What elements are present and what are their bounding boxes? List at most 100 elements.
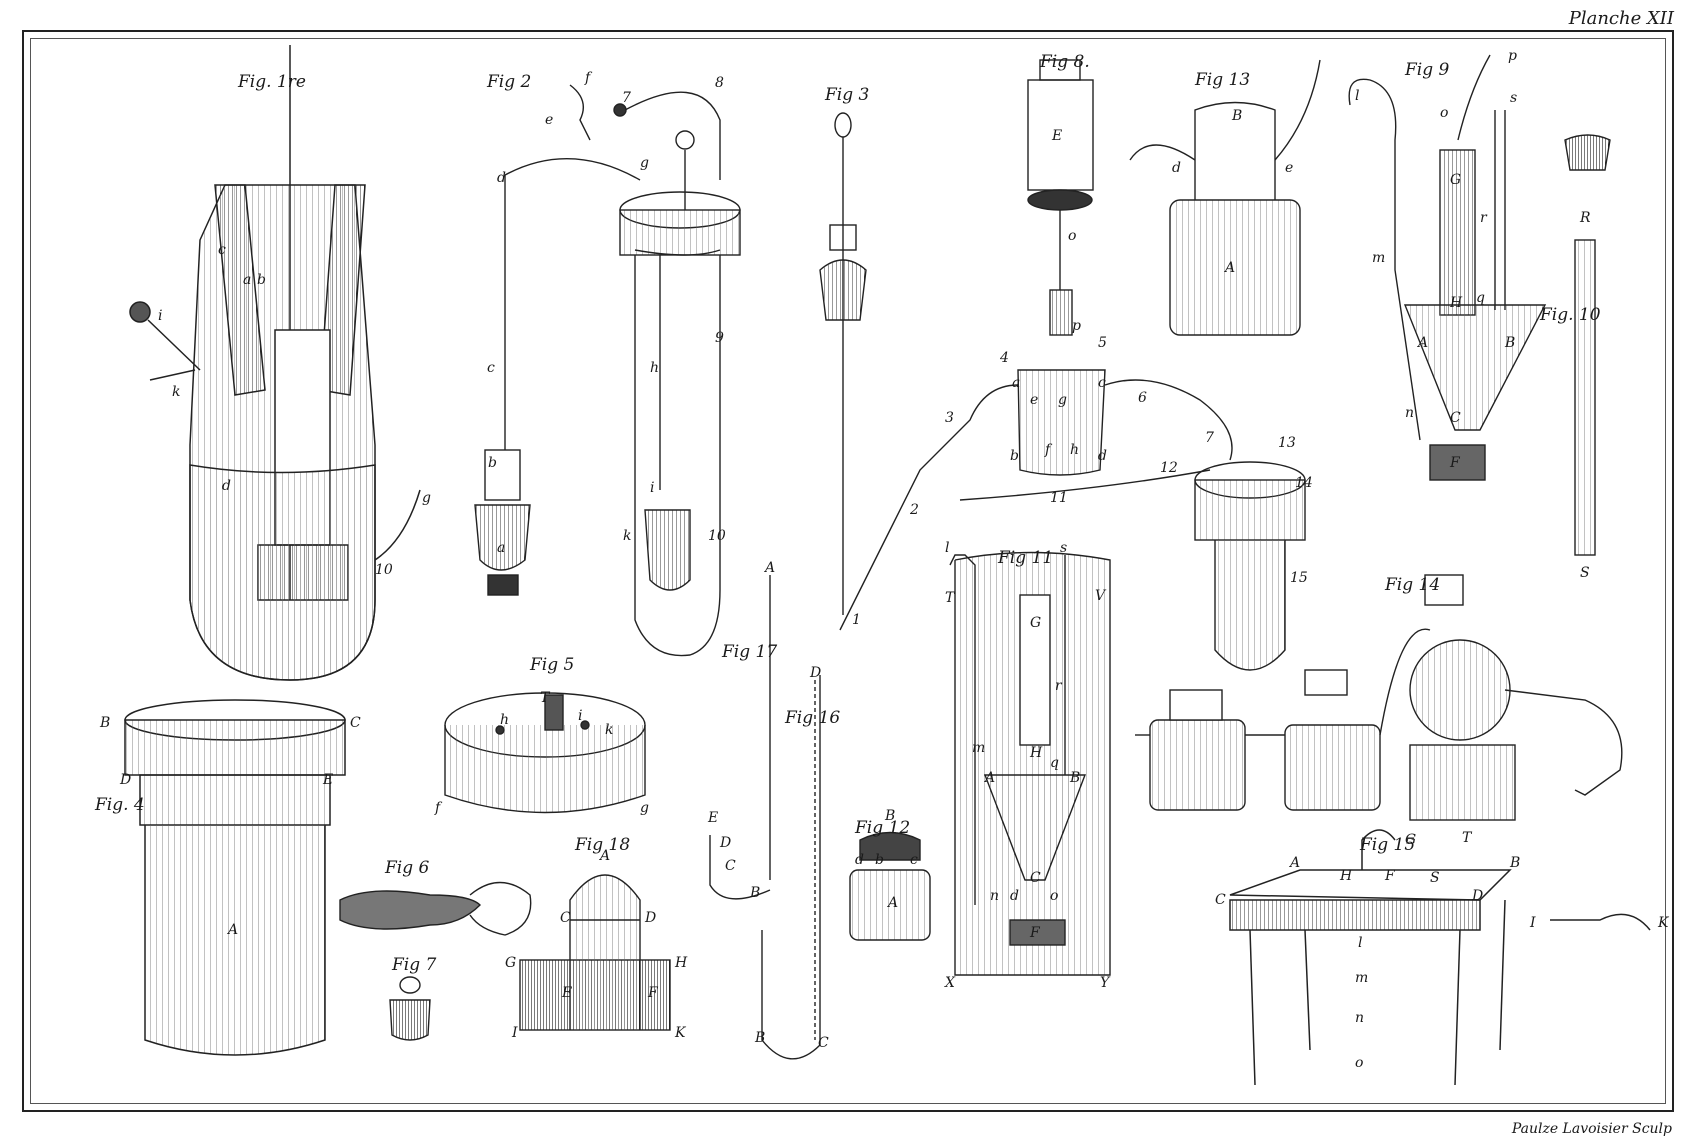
fig15-letter-m: m: [1355, 970, 1369, 986]
fig2-letter-k: k: [623, 528, 632, 544]
fig2-letter-b: b: [488, 455, 497, 471]
fig13-bottle: [1129, 59, 1321, 336]
fig2-letter-e: e: [545, 112, 554, 128]
fig17-16-tubes: [709, 575, 821, 1060]
fig17-letter-E: E: [708, 810, 719, 826]
fig16-letter-B: B: [755, 1030, 766, 1046]
fig5-letter-T: T: [540, 690, 550, 706]
fig1-letter-g: g: [422, 490, 431, 506]
fig4-cylinder: [124, 699, 346, 1056]
fig8-letter-f: f: [1045, 442, 1051, 458]
figure-label-10: Fig. 10: [1540, 305, 1601, 325]
fig11-jacket: [949, 551, 1111, 976]
fig11-letter-F: F: [1030, 925, 1040, 941]
fig15-table: [1229, 829, 1651, 1086]
fig11-letter-B: B: [1070, 770, 1081, 786]
fig15-letter-I: I: [1530, 915, 1536, 931]
fig18-trough: [519, 874, 671, 1031]
fig2-letter-g: g: [640, 155, 649, 171]
fig18-letter-C: C: [560, 910, 571, 926]
figure-label-17: Fig 17: [722, 642, 778, 662]
fig11-letter-l: l: [945, 540, 950, 556]
fig15-letter-K: K: [1658, 915, 1669, 931]
fig15-letter-C: C: [1215, 892, 1226, 908]
fig9-letter-r: r: [1480, 210, 1487, 226]
fig13-letter-B: B: [1232, 108, 1243, 124]
fig12-letter-B: B: [885, 808, 896, 824]
fig14-distillation: [1135, 574, 1623, 821]
fig1-letter-10: 10: [375, 562, 393, 578]
tubing-number-14: 14: [1295, 475, 1313, 491]
tubing-number-7: 7: [1205, 430, 1214, 446]
figure-label-13: Fig 13: [1195, 70, 1251, 90]
fig8-letter-g: g: [1058, 392, 1067, 408]
fig12-jar: [849, 831, 931, 941]
fig2-letter-d: d: [497, 170, 506, 186]
fig10-tube: [1564, 134, 1611, 556]
fig5-letter-k: k: [605, 722, 614, 738]
fig1-calorimeter: [129, 45, 421, 681]
fig18-letter-K: K: [675, 1025, 686, 1041]
fig11-letter-A: A: [985, 770, 996, 786]
fig9-letter-G: G: [1450, 172, 1462, 188]
fig5-letter-i: i: [578, 708, 583, 724]
plate-outer-border: [22, 30, 1674, 1112]
fig11-letter-s: s: [1060, 540, 1068, 556]
fig11-letter-V: V: [1095, 588, 1106, 604]
fig15-letter-A: A: [1290, 855, 1301, 871]
fig4-letter-A: A: [228, 922, 239, 938]
fig2-letter-10: 10: [708, 528, 726, 544]
fig9-letter-l: l: [1355, 88, 1360, 104]
fig8-letter-p: p: [1072, 318, 1081, 334]
fig18-letter-D: D: [645, 910, 657, 926]
figure-label-8: Fig 8.: [1040, 52, 1090, 72]
fig1-letter-b: b: [257, 272, 266, 288]
fig5-lid: [444, 692, 646, 814]
fig9-letter-o: o: [1440, 105, 1449, 121]
fig11-letter-T: T: [945, 590, 955, 606]
fig11-letter-q: q: [1050, 755, 1059, 771]
fig12-letter-b: b: [875, 852, 884, 868]
fig16-letter-D: D: [810, 665, 822, 681]
fig17-letter-D: D: [720, 835, 732, 851]
fig18-letter-A: A: [600, 848, 611, 864]
fig8-letter-c: c: [1098, 375, 1106, 391]
fig5-letter-f: f: [435, 800, 441, 816]
tubing-number-5: 5: [1098, 335, 1107, 351]
tubing-number-15: 15: [1290, 570, 1308, 586]
fig11-letter-G: G: [1030, 615, 1042, 631]
fig11-letter-C: C: [1030, 870, 1041, 886]
fig2-letter-h: h: [650, 360, 660, 376]
fig4-letter-D: D: [120, 772, 132, 788]
fig2-letter-f: f: [585, 70, 591, 86]
fig17-letter-C: C: [725, 858, 736, 874]
figure-label-7: Fig 7: [392, 955, 437, 975]
figure-label-2: Fig 2: [487, 72, 532, 92]
fig11-letter-r: r: [1055, 678, 1062, 694]
fig11-letter-n: n: [990, 888, 1000, 904]
fig7-weight: [389, 976, 431, 1041]
tubing-number-4: 4: [1000, 350, 1009, 366]
fig12-letter-c: c: [910, 852, 918, 868]
fig15-letter-o: o: [1355, 1055, 1364, 1071]
fig9-letter-C: C: [1450, 410, 1461, 426]
fig15-letter-S: S: [1430, 870, 1440, 886]
fig11-letter-m: m: [972, 740, 986, 756]
fig11-letter-o: o: [1050, 888, 1059, 904]
fig11-letter-X: X: [945, 975, 955, 991]
fig8-letter-E: E: [1052, 128, 1063, 144]
figure-label-16: Fig 16: [785, 708, 841, 728]
engraver-signature: Paulze Lavoisier Sculp: [1511, 1121, 1672, 1137]
fig8-letter-o: o: [1068, 228, 1077, 244]
fig4-letter-B: B: [100, 715, 111, 731]
fig1-letter-a: a: [243, 272, 252, 288]
fig15-letter-D: D: [1472, 888, 1484, 904]
fig9-letter-F: F: [1450, 455, 1460, 471]
fig4-letter-E: E: [323, 772, 334, 788]
figure-label-1: Fig. 1re: [238, 72, 306, 92]
fig15-letter-l: l: [1358, 935, 1363, 951]
fig15-letter-F: F: [1385, 868, 1395, 884]
fig15-letter-B: B: [1510, 855, 1521, 871]
tubing-number-2: 2: [910, 502, 919, 518]
fig4-letter-C: C: [350, 715, 361, 731]
